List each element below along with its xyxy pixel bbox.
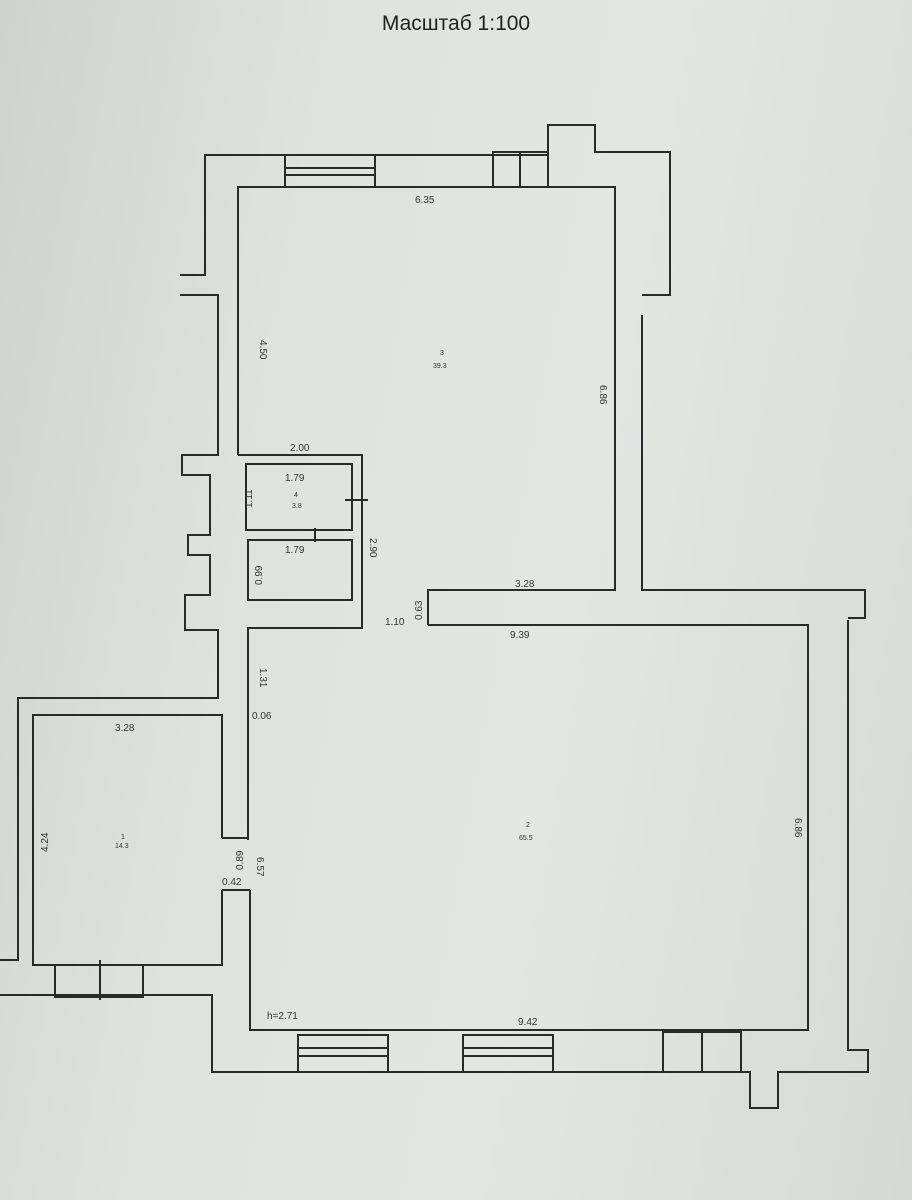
room-2-area: 65.5 bbox=[519, 835, 533, 842]
room-4-number: 4 bbox=[294, 492, 298, 499]
room-2-wall bbox=[249, 624, 809, 1031]
dim-label: 2.00 bbox=[290, 443, 310, 454]
outer-wall-bottom bbox=[0, 620, 869, 1109]
dim-label: 6.86 bbox=[792, 818, 803, 838]
room-3-number: 3 bbox=[440, 350, 444, 357]
dim-label: 0.06 bbox=[252, 711, 272, 722]
room-3-wall bbox=[237, 186, 616, 625]
dim-label: 6.57 bbox=[254, 857, 265, 877]
dim-label: 4.24 bbox=[40, 832, 51, 852]
dim-label: 0.42 bbox=[222, 877, 242, 888]
room-2-number: 2 bbox=[526, 822, 530, 829]
room-3-area: 39.3 bbox=[433, 363, 447, 370]
dim-label: 9.42 bbox=[518, 1017, 538, 1028]
dim-label: 4.50 bbox=[257, 340, 268, 360]
dim-label: 1.11 bbox=[244, 489, 255, 508]
outer-wall-left bbox=[0, 294, 219, 961]
dim-label: 6.86 bbox=[597, 385, 608, 405]
dim-label: 0.89 bbox=[235, 850, 246, 870]
dim-label: 0.99 bbox=[254, 565, 265, 585]
dim-label: 2.90 bbox=[367, 538, 378, 558]
ceiling-height-label: h=2.71 bbox=[267, 1011, 298, 1022]
room-4 bbox=[245, 463, 353, 531]
dim-label: 0.63 bbox=[414, 600, 425, 620]
dim-label: 1.79 bbox=[285, 545, 305, 556]
outer-wall-right bbox=[641, 315, 866, 619]
dim-label: 3.28 bbox=[115, 723, 135, 734]
dim-label: 6.35 bbox=[415, 195, 435, 206]
room-4-area: 3.8 bbox=[292, 503, 302, 510]
windows bbox=[54, 151, 742, 1073]
dim-label: 3.28 bbox=[515, 579, 535, 590]
scale-title: Масштаб 1:100 bbox=[381, 12, 531, 35]
dim-label: 1.79 bbox=[285, 473, 305, 484]
dim-label: 9.39 bbox=[510, 630, 530, 641]
dim-label: 1.10 bbox=[385, 617, 405, 628]
outer-wall-top bbox=[180, 124, 671, 296]
room-1-wall bbox=[32, 714, 223, 966]
corridor-wall bbox=[238, 454, 363, 840]
room-1-area: 14.3 bbox=[115, 843, 129, 850]
room-1-number: 1 bbox=[121, 834, 125, 841]
wc-room bbox=[247, 539, 353, 601]
dim-label: 1.31 bbox=[257, 668, 268, 688]
